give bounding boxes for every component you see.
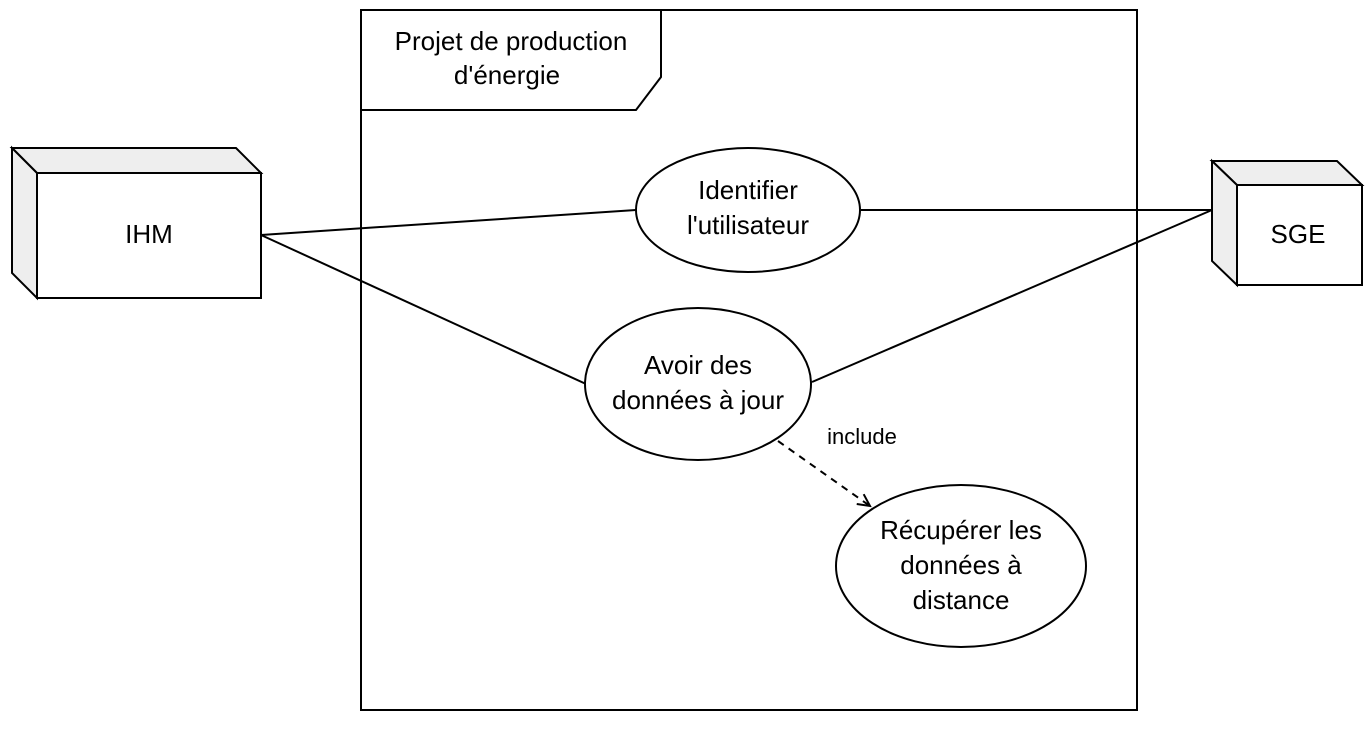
use-case-recuperer-line3: distance [913,585,1010,615]
actor-sge: SGE [1209,158,1365,288]
use-case-identifier-line2: l'utilisateur [687,210,809,240]
use-case-avoir: Avoir des données à jour [584,307,812,461]
actor-ihm-top-face [9,147,264,174]
use-case-recuperer: Récupérer les données à distance [835,484,1087,648]
use-case-identifier-ellipse [635,147,861,273]
associations [260,209,1213,385]
system-title-tab [361,10,662,111]
use-case-identifier: Identifier l'utilisateur [635,147,861,273]
include-arrow [777,440,870,506]
use-case-recuperer-line2: données à [900,550,1022,580]
use-case-recuperer-line1: Récupérer les [880,515,1042,545]
association-ihm-avoir [260,234,587,385]
system-title-line2: d'énergie [454,60,560,90]
system-title-line1: Projet de production [395,26,628,56]
actor-sge-front-face [1236,184,1363,286]
actor-ihm-front-face [36,172,262,299]
actor-ihm-label: IHM [125,219,173,249]
include-dependency: include [777,424,897,506]
include-label: include [827,424,897,449]
system-boundary: Projet de production d'énergie [360,9,1138,711]
system-frame [360,9,1138,711]
use-case-identifier-line1: Identifier [698,175,798,205]
actor-ihm: IHM [9,145,264,301]
actor-sge-label: SGE [1271,219,1326,249]
use-case-avoir-ellipse [584,307,812,461]
association-avoir-sge [811,209,1213,383]
actor-ihm-side-face [11,145,38,301]
use-case-recuperer-ellipse [835,484,1087,648]
association-ihm-identifier [260,209,637,236]
use-case-avoir-line2: données à jour [612,385,784,415]
use-case-avoir-line1: Avoir des [644,350,752,380]
